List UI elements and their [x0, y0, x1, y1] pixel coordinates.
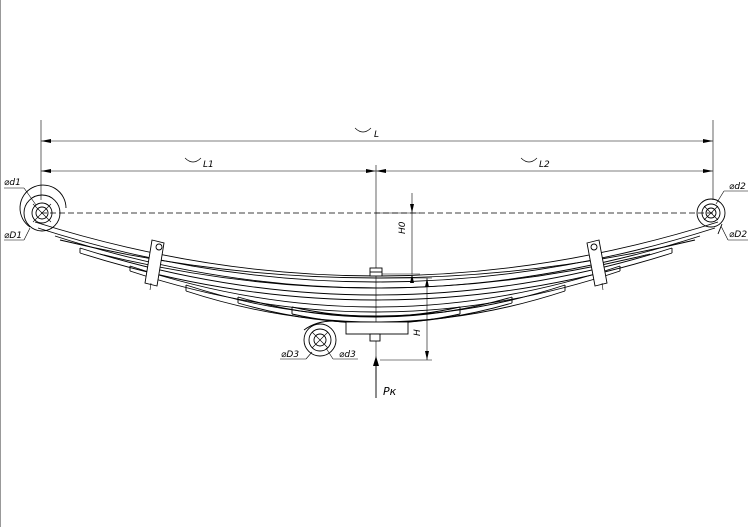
load-label: Pк — [383, 385, 397, 398]
dimension-H0-label: H0 — [398, 221, 408, 234]
leaf-5 — [185, 284, 566, 317]
dimension-H-label: H — [413, 329, 423, 336]
label-d3: ⌀d3 — [339, 350, 356, 360]
dimension-H: H — [380, 277, 432, 361]
leaf-7 — [291, 306, 461, 317]
right-eye — [696, 198, 726, 235]
right-clip — [586, 239, 608, 291]
dimension-L1: L1 — [41, 157, 376, 173]
eye-labels: ⌀d1 ⌀D1 ⌀d2 ⌀D2 ⌀D3 ⌀d3 — [4, 178, 748, 360]
dimension-H0: H0 — [376, 193, 420, 283]
spring-leaves — [34, 221, 719, 324]
clamp-eye — [303, 320, 347, 357]
label-D1: ⌀D1 — [4, 231, 22, 241]
label-D3: ⌀D3 — [281, 350, 299, 360]
left-eye — [19, 184, 67, 232]
left-clip — [144, 239, 165, 291]
label-d2: ⌀d2 — [729, 182, 746, 192]
center-pad — [345, 267, 409, 342]
load-arrow: Pк — [373, 356, 397, 398]
dimension-L: L — [40, 120, 714, 200]
label-D2: ⌀D2 — [729, 230, 747, 240]
dimension-L2-label: L2 — [539, 160, 550, 170]
dimension-L-label: L — [374, 130, 379, 140]
leaf-4 — [129, 265, 621, 308]
dimension-L2: L2 — [376, 157, 713, 173]
leaf-3 — [79, 247, 673, 296]
dimension-L1-label: L1 — [203, 160, 214, 170]
main-leaf-bottom — [37, 227, 716, 283]
label-d1: ⌀d1 — [4, 178, 21, 188]
